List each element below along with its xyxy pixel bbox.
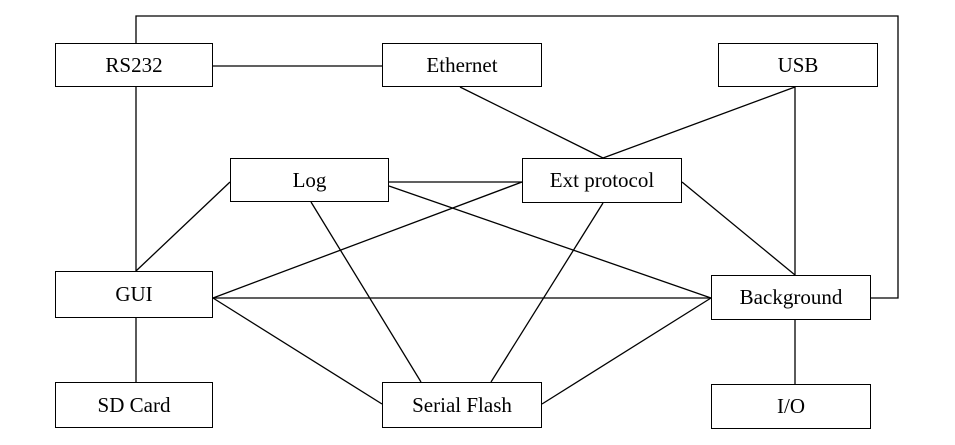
node-usb: USB [718,43,878,87]
edge-ext-protocol-gui [212,181,523,299]
edge-serial-flash-background [541,297,712,405]
node-serial-flash: Serial Flash [382,382,542,428]
edge-ext-protocol-background [681,181,796,276]
node-background: Background [711,275,871,320]
node-ethernet: Ethernet [382,43,542,87]
edge-log-serial-flash [310,201,422,383]
node-rs232: RS232 [55,43,213,87]
node-sd-card: SD Card [55,382,213,428]
node-log: Log [230,158,389,202]
node-io: I/O [711,384,871,429]
node-gui: GUI [55,271,213,318]
edge-ethernet-ext-protocol [459,86,604,159]
edge-gui-serial-flash [212,297,383,405]
edge-log-background [388,185,712,299]
edge-rs232-background [135,15,899,299]
node-ext-protocol: Ext protocol [522,158,682,203]
edge-log-gui [135,181,231,272]
edge-usb-ext-protocol [602,86,796,159]
edge-ext-protocol-serial-flash [490,202,604,383]
